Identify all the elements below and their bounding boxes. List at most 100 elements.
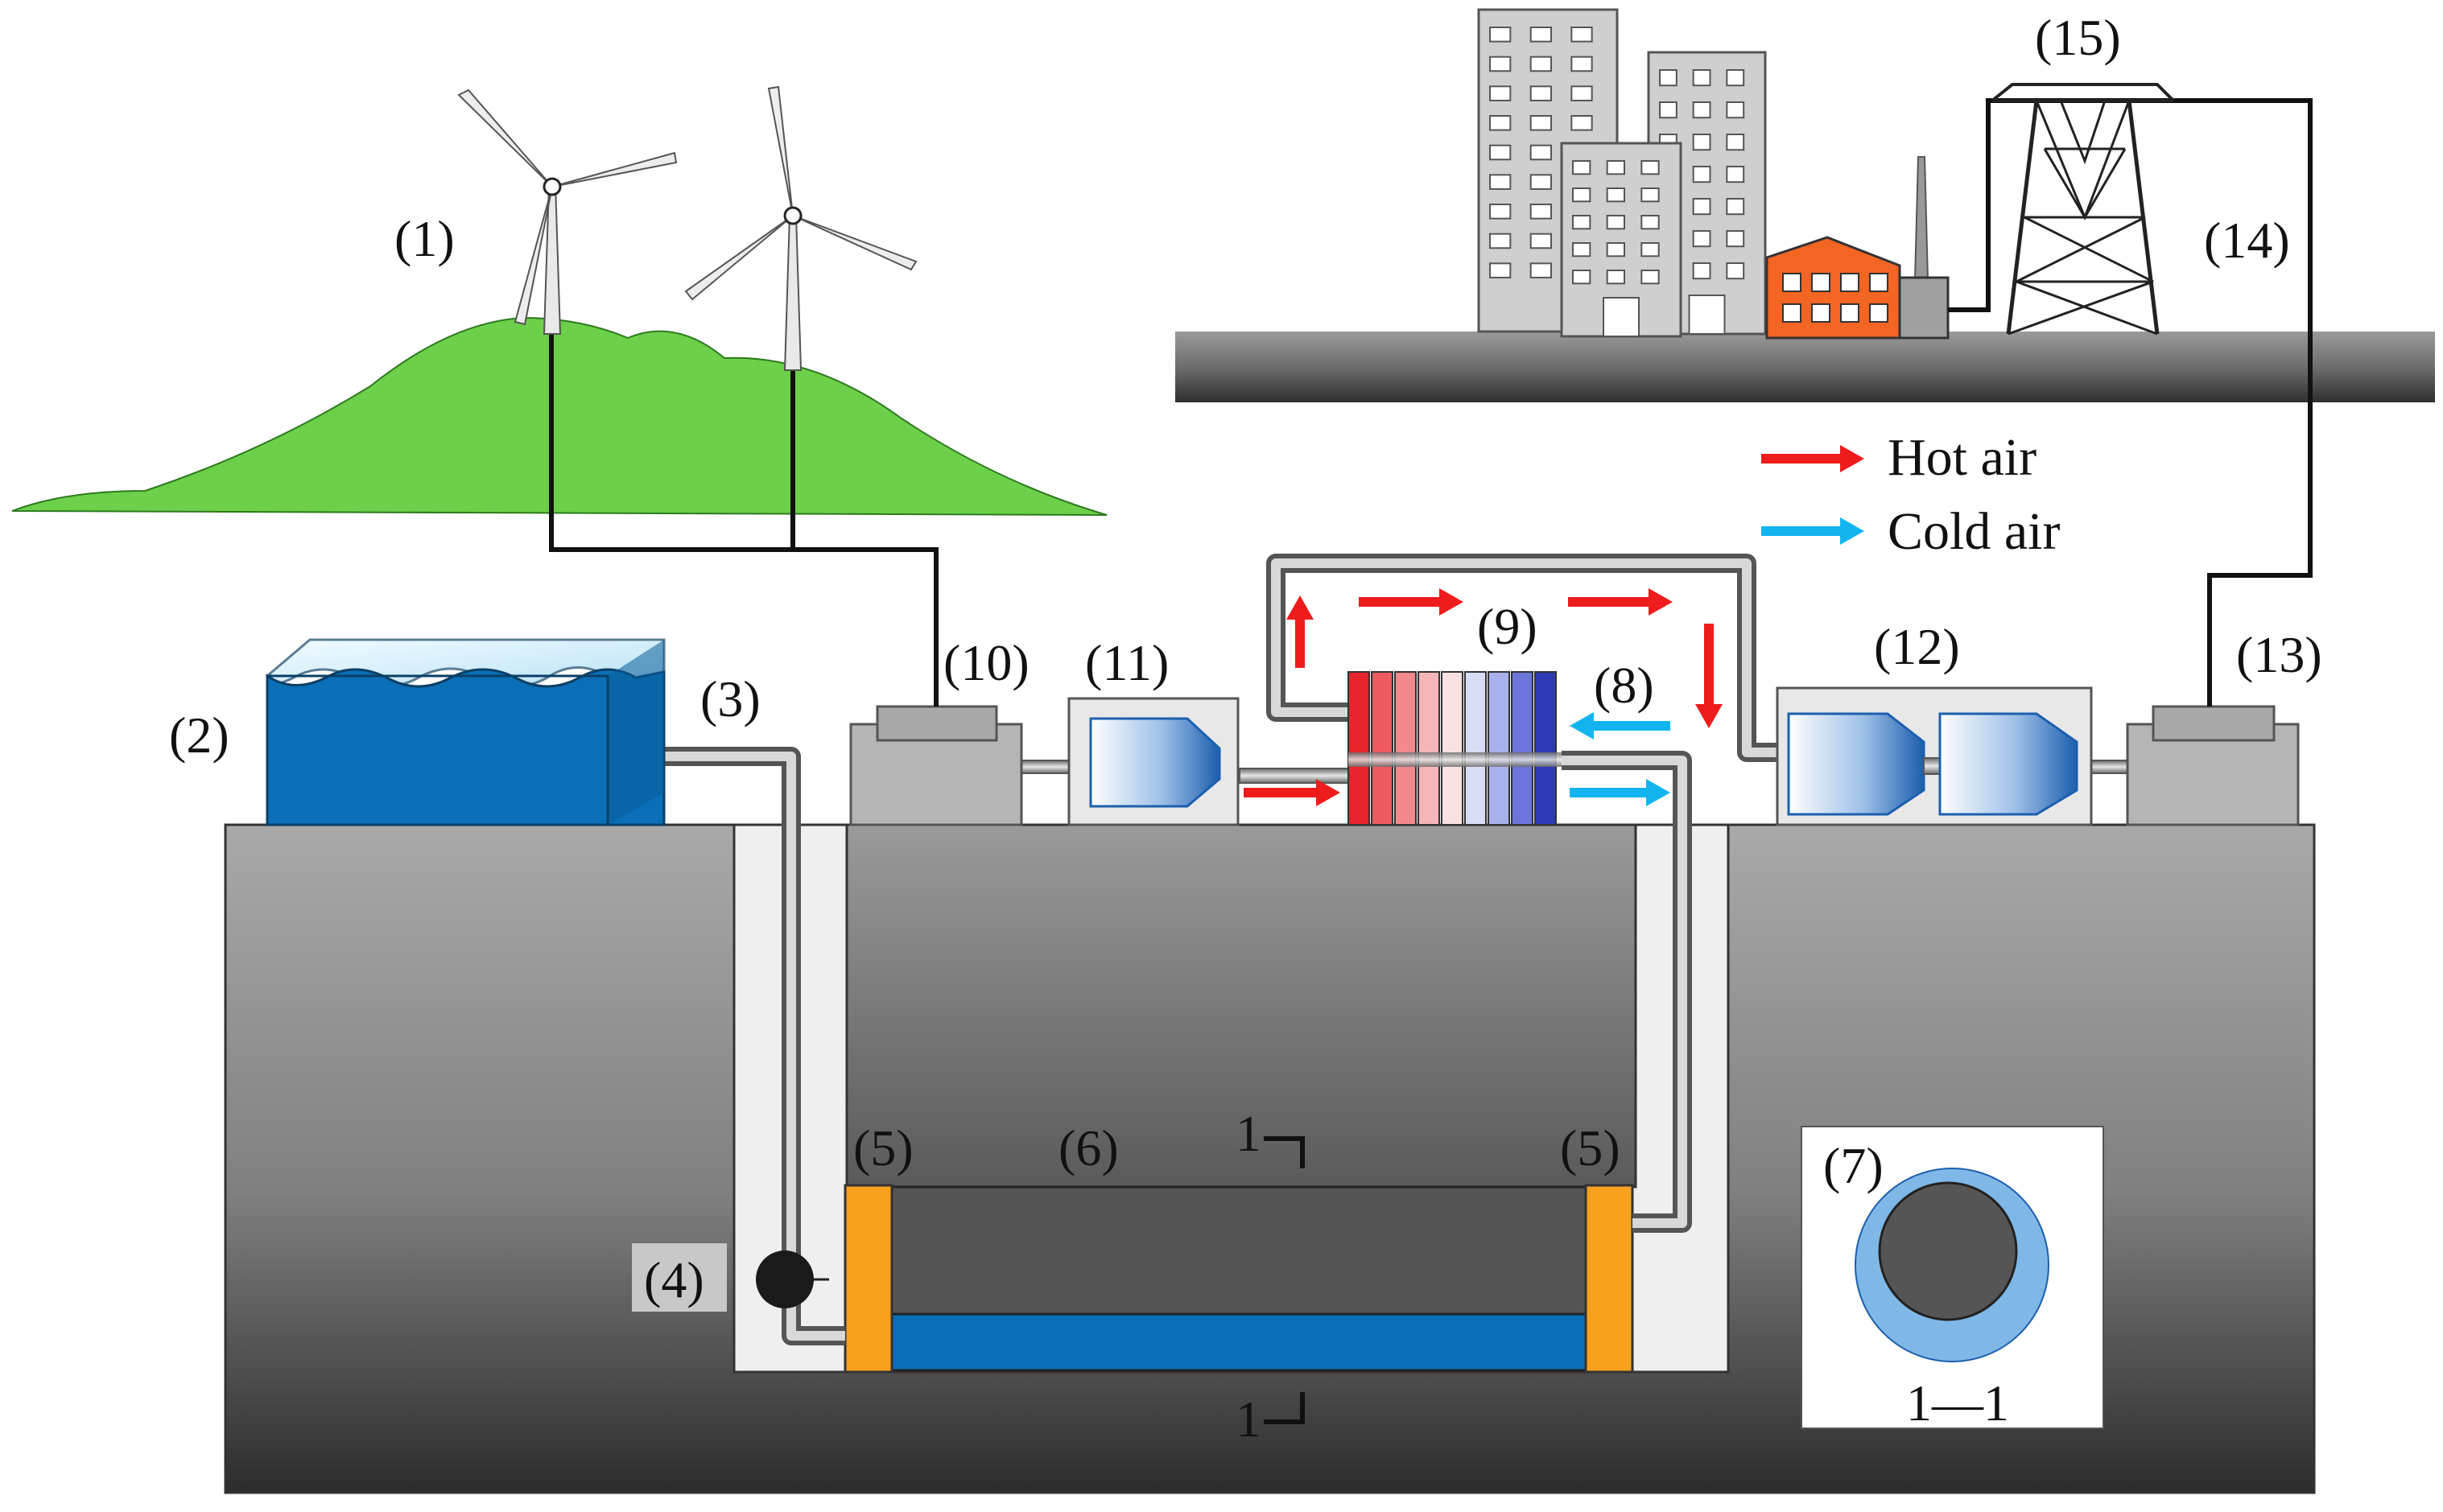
building-window — [1529, 174, 1552, 190]
cavern-water — [890, 1312, 1587, 1372]
compressor-outlet — [1239, 768, 1353, 784]
building-window — [1529, 85, 1552, 101]
cross-section-caption: 1—1 — [1906, 1374, 2009, 1432]
building-window — [1529, 233, 1552, 249]
building-window — [1640, 187, 1660, 203]
motor-top — [876, 705, 998, 742]
heat-exchanger-plate — [1347, 671, 1370, 826]
factory-window — [1782, 303, 1801, 323]
wind-turbine-1 — [457, 89, 678, 335]
heat-exchanger — [1347, 671, 1562, 826]
building-window — [1659, 101, 1677, 119]
heat-exchanger-plate — [1394, 671, 1417, 826]
building-window — [1640, 270, 1660, 285]
building-window — [1640, 242, 1660, 257]
label-generator: (13) — [2236, 626, 2322, 683]
cold-air-arrows — [1570, 712, 1670, 806]
factory-window — [1811, 303, 1830, 323]
building-window — [1726, 69, 1745, 87]
building-window — [1606, 160, 1625, 175]
building-window — [1692, 69, 1711, 87]
heat-exchanger-plate — [1464, 671, 1487, 826]
motor-shaft — [1020, 760, 1070, 774]
compressor-icon — [1089, 717, 1221, 808]
section-mark-bottom-icon — [1264, 1392, 1305, 1424]
hot-air-arrow-up — [1286, 595, 1314, 668]
building-window — [1489, 27, 1512, 43]
road — [1175, 332, 2435, 402]
building-window — [1640, 215, 1660, 230]
label-end-cap-right: (5) — [1560, 1119, 1620, 1176]
chimney — [1913, 156, 1929, 281]
building-window — [1640, 160, 1660, 175]
legend-hot-arrow-shape — [1761, 445, 1864, 472]
pylon — [1991, 83, 2175, 336]
factory-windows — [1782, 273, 1888, 323]
building-door — [1688, 295, 1726, 335]
building-window — [1572, 242, 1591, 257]
cross-section-core — [1878, 1181, 2018, 1321]
turbine-1-icon — [1787, 712, 1925, 816]
section-mark-bottom: 1 — [1236, 1390, 1261, 1448]
label-end-cap-left: (5) — [853, 1119, 914, 1176]
building-window — [1692, 230, 1711, 248]
label-motor: (10) — [943, 634, 1030, 691]
building-window — [1572, 160, 1591, 175]
building-window — [1726, 198, 1745, 216]
water-tank-side — [608, 640, 664, 825]
water-tank-outline — [266, 674, 609, 826]
building-window — [1489, 85, 1512, 101]
building-window — [1529, 27, 1552, 43]
pump-label-bg — [632, 1243, 727, 1312]
building-window — [1489, 144, 1512, 161]
building-window — [1692, 198, 1711, 216]
building-window — [1606, 187, 1625, 203]
end-cap-right — [1584, 1184, 1634, 1374]
factory-window — [1811, 273, 1830, 292]
building-window — [1529, 204, 1552, 220]
air-pipe-inner — [1562, 756, 1687, 1228]
label-pylon: (15) — [2035, 9, 2121, 66]
building-window — [1489, 115, 1512, 131]
factory-window — [1782, 273, 1801, 292]
label-water-tank: (2) — [169, 707, 229, 764]
building-window — [1570, 85, 1593, 101]
wind-turbine-2 — [684, 85, 918, 371]
turbine-link — [1923, 757, 1941, 775]
building-door — [1603, 297, 1640, 337]
label-compressor: (11) — [1085, 634, 1169, 691]
label-wind-turbines: (1) — [394, 210, 455, 267]
building-window — [1489, 174, 1512, 190]
building-window — [1659, 69, 1677, 87]
legend-hot-label: Hot air — [1888, 428, 2037, 487]
legend-cold-arrow — [1761, 517, 1864, 545]
legend-cold-arrow-shape — [1761, 517, 1864, 545]
factory-window — [1840, 303, 1859, 323]
building-window — [1529, 56, 1552, 72]
factory-annex — [1898, 276, 1950, 340]
building-window — [1692, 166, 1711, 183]
hill — [11, 316, 1108, 516]
building-window — [1692, 134, 1711, 151]
building-window — [1570, 27, 1593, 43]
building-window — [1489, 233, 1512, 249]
section-mark-top-icon — [1264, 1136, 1305, 1168]
heat-exchanger-plate — [1441, 671, 1463, 826]
turbine-2-icon — [1938, 712, 2078, 816]
turbine-cable — [549, 330, 939, 707]
generator-top — [2152, 705, 2276, 742]
end-cap-left — [844, 1184, 893, 1374]
heat-exchanger-plate — [1534, 671, 1557, 826]
section-mark-top: 1 — [1236, 1105, 1261, 1162]
building-window — [1570, 115, 1593, 131]
label-transmission-line: (14) — [2204, 212, 2290, 269]
building-window — [1726, 230, 1745, 248]
building-window — [1489, 262, 1512, 278]
factory-window — [1840, 273, 1859, 292]
label-pump: (4) — [644, 1251, 704, 1308]
label-cross-section: (7) — [1823, 1137, 1884, 1194]
city-buildings — [1477, 8, 1767, 338]
building-window — [1692, 101, 1711, 119]
building-window — [1606, 270, 1625, 285]
label-storage-cavern: (6) — [1058, 1119, 1119, 1176]
